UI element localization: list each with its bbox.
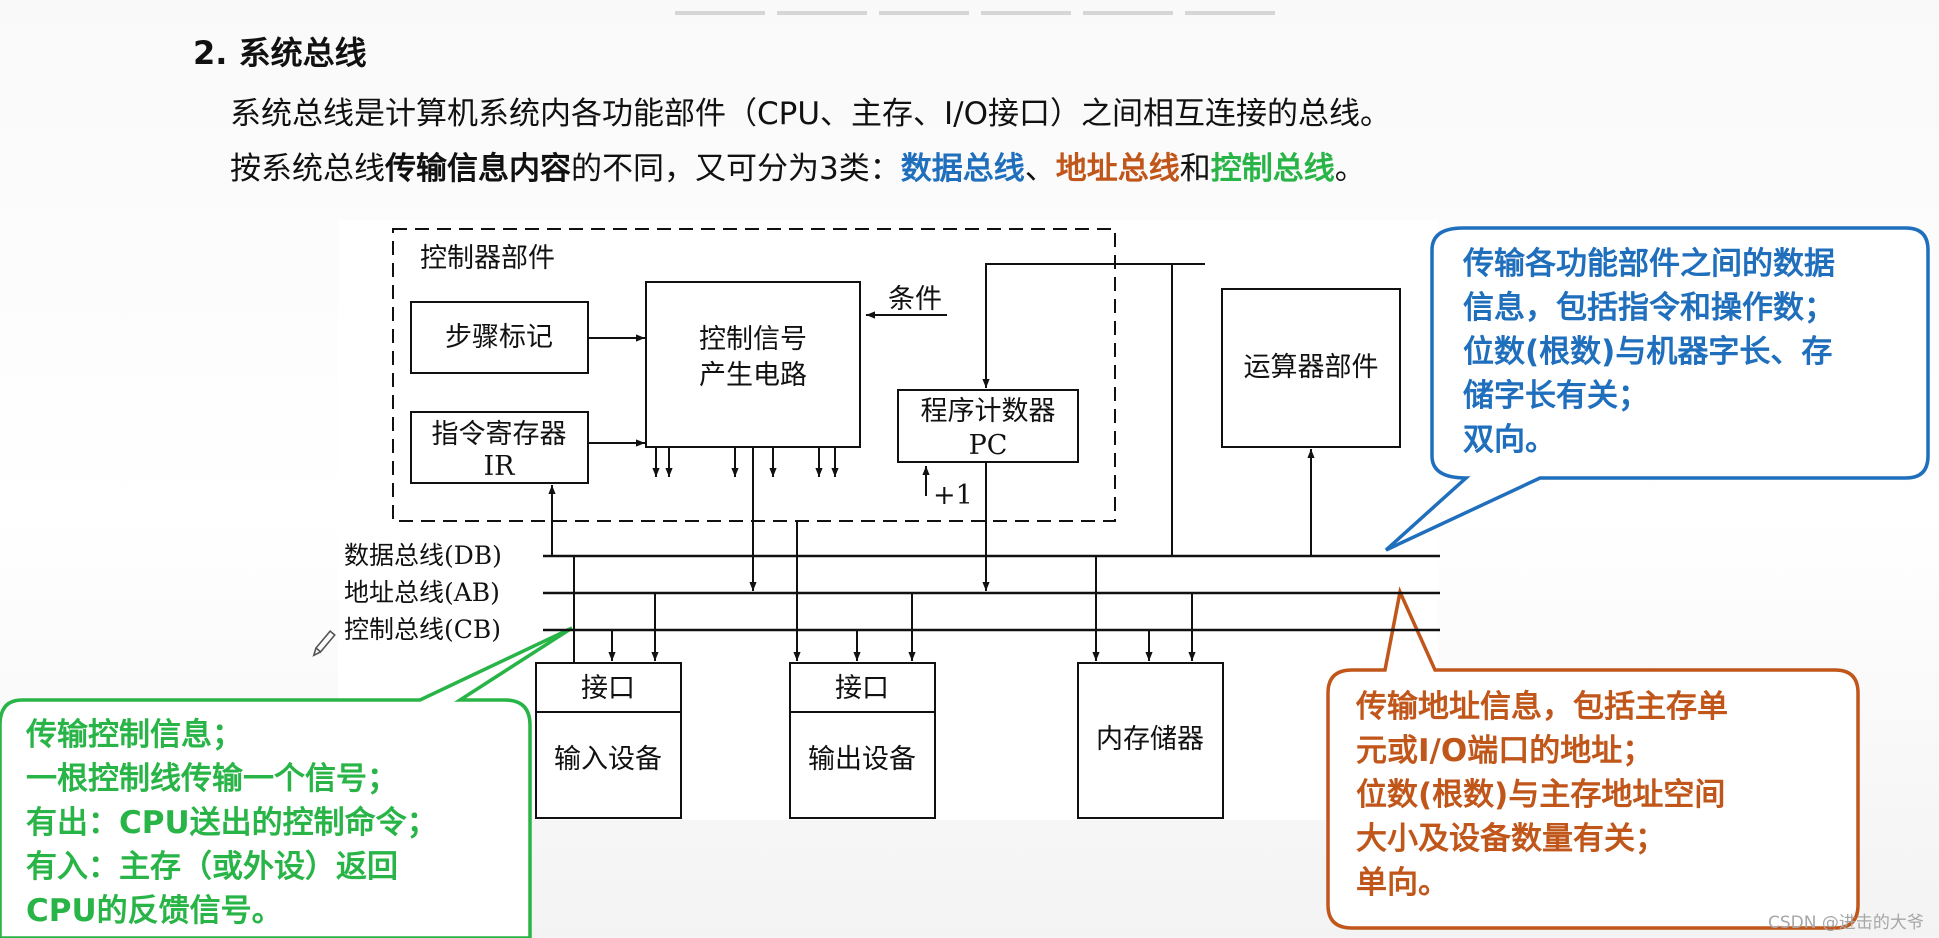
control-bus-label: 控制总线(CB) [344,615,501,644]
classification-emphasis: 传输信息内容 [385,151,571,187]
address-callout-line: 元或I/O端口的地址； [1356,733,1654,769]
section-heading: 2. 系统总线 [193,34,367,72]
data-bus-callout-text: 传输各功能部件之间的数据 信息，包括指令和操作数； 位数(根数)与机器字长、存 … [1463,242,1835,462]
control-signal-arrows [652,447,839,477]
data-callout-line: 储字长有关； [1463,378,1649,414]
control-callout-line: CPU的反馈信号。 [26,893,283,929]
control-callout-line: 有出：CPU送出的控制命令； [26,805,438,841]
control-bus-term: 控制总线 [1210,151,1335,187]
output-interface-box [789,662,936,819]
control-bus-callout-bubble [0,626,573,938]
address-bus-label: 地址总线(AB) [344,578,500,607]
pencil-icon [312,630,336,657]
top-tab-strip [675,0,1287,15]
address-bus-term: 地址总线 [1055,151,1180,187]
separator-1: 、 [1024,151,1056,187]
classification-text: 按系统总线传输信息内容的不同，又可分为3类：数据总线、地址总线和控制总线。 [230,143,1366,188]
instruction-register-label: 指令寄存器 [432,419,567,450]
input-device-label: 输入设备 [554,744,662,775]
address-bus-callout-bubble [1326,586,1860,930]
data-bus-label: 数据总线(DB) [344,541,502,570]
input-interface-label: 接口 [581,673,635,704]
output-device-label: 输出设备 [808,744,916,775]
program-counter-label: 程序计数器 [921,396,1056,427]
memory-label: 内存储器 [1096,724,1204,755]
condition-label: 条件 [888,284,942,315]
address-callout-line: 大小及设备数量有关； [1356,821,1666,857]
control-callout-line: 有入：主存（或外设）返回 [26,849,398,885]
signal-generator-label-2: 产生电路 [699,360,807,391]
db-to-pc-line [982,263,1173,556]
classification-part3: 的不同，又可分为3类： [571,151,901,187]
data-callout-line: 位数(根数)与机器字长、存 [1463,334,1833,370]
data-bus-callout-bubble [1384,226,1930,552]
data-callout-line: 信息，包括指令和操作数； [1463,290,1835,326]
program-counter-abbr: PC [969,430,1008,461]
address-callout-line: 单向。 [1356,865,1449,901]
alu-box [1221,288,1401,448]
watermark: CSDN @进击的大爷 [1768,913,1924,933]
control-bus-callout-text: 传输控制信息； 一根控制线传输一个信号； 有出：CPU送出的控制命令； 有入：主… [26,713,438,933]
definition-text: 系统总线是计算机系统内各功能部件（CPU、主存、I/O接口）之间相互连接的总线。 [230,96,1392,132]
instruction-register-abbr: IR [484,451,516,482]
increment-label: +1 [933,480,973,511]
address-callout-line: 传输地址信息，包括主存单 [1356,689,1728,725]
step-marker-label: 步骤标记 [445,322,553,353]
control-callout-line: 一根控制线传输一个信号； [26,761,398,797]
signal-generator-label-1: 控制信号 [699,324,807,355]
device-bus-connections [573,556,1196,663]
data-callout-line: 传输各功能部件之间的数据 [1463,246,1835,282]
alu-label: 运算器部件 [1244,352,1379,383]
output-interface-label: 接口 [835,673,889,704]
address-callout-line: 位数(根数)与主存地址空间 [1356,777,1726,813]
sentence-end: 。 [1334,151,1366,187]
classification-part1: 按系统总线 [230,151,385,187]
controller-group-label: 控制器部件 [420,243,555,274]
memory-box [1077,662,1224,819]
data-bus-term: 数据总线 [900,151,1025,187]
input-interface-box [535,662,682,819]
program-counter-box [897,389,1079,463]
instruction-register-box [410,411,589,484]
data-callout-line: 双向。 [1463,422,1556,458]
control-callout-line: 传输控制信息； [26,717,243,753]
separator-2: 和 [1179,151,1211,187]
address-bus-callout-text: 传输地址信息，包括主存单 元或I/O端口的地址； 位数(根数)与主存地址空间 大… [1356,685,1728,905]
